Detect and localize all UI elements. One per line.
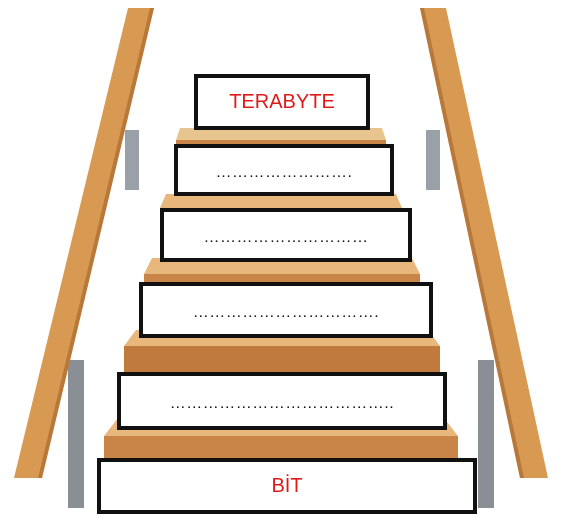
step-box-top: TERABYTE [194, 74, 370, 130]
right-post-lower [478, 360, 494, 508]
step-blank-2: ……………………. [215, 164, 353, 181]
step-box-3[interactable]: ………………………… [160, 208, 412, 262]
right-post-upper [426, 130, 440, 190]
right-handrail [420, 8, 548, 478]
step-label-bit: BİT [271, 474, 303, 497]
left-post-upper [125, 130, 139, 190]
step-box-4[interactable]: ……………………………. [139, 282, 433, 338]
step-blank-5: ………………………………….. [169, 395, 395, 412]
step-box-bottom: BİT [97, 458, 477, 514]
left-post-lower [68, 360, 84, 508]
step-box-2[interactable]: ……………………. [174, 144, 394, 196]
step-box-5[interactable]: ………………………………….. [117, 372, 447, 430]
step-blank-4: ……………………………. [192, 304, 380, 321]
step-label-terabyte: TERABYTE [229, 90, 335, 113]
step-blank-3: ………………………… [203, 229, 369, 246]
left-handrail [14, 8, 154, 478]
